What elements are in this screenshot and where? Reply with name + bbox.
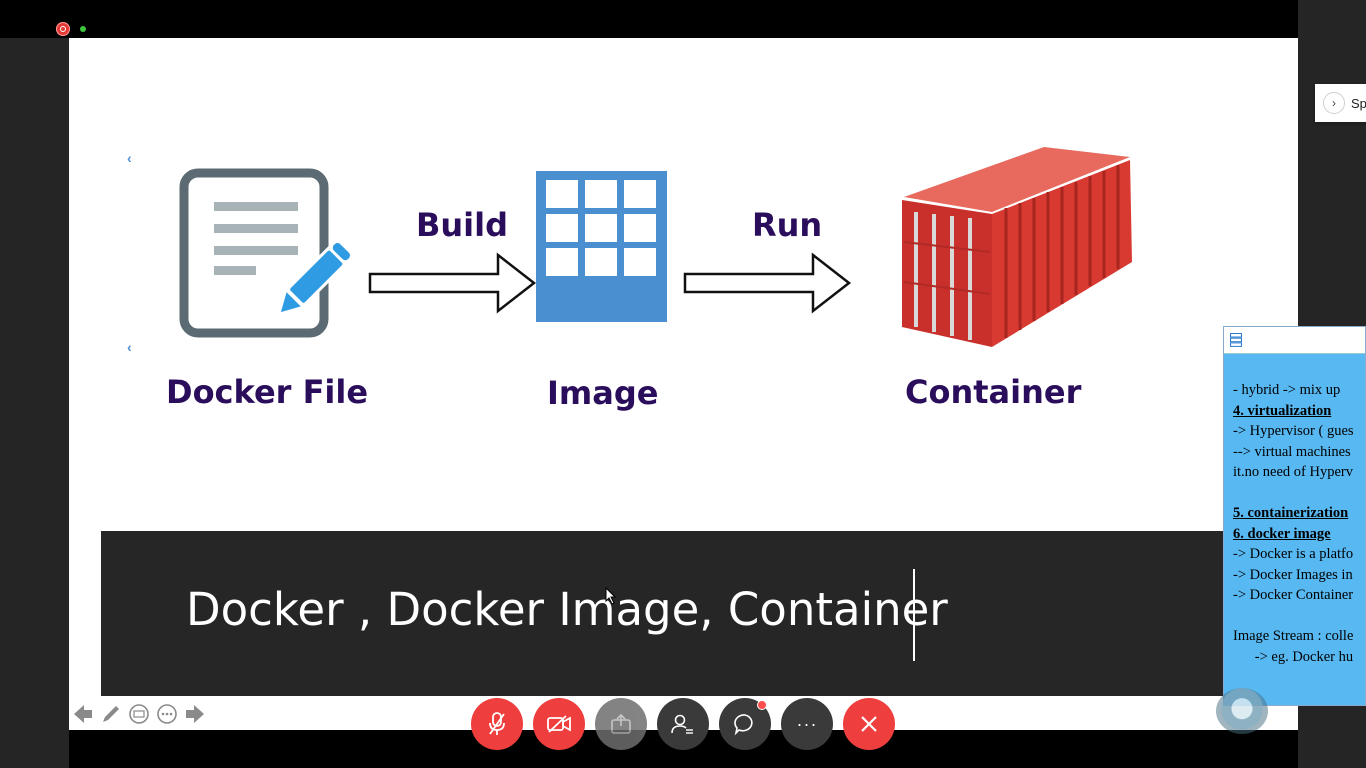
side-panel-toggle[interactable]: › Sp: [1315, 84, 1366, 122]
run-arrow-icon: [683, 252, 852, 314]
video-off-icon: [547, 715, 571, 733]
note-line: -> Docker is a platfo: [1233, 546, 1354, 562]
slide-marker-top: ‹: [127, 150, 132, 166]
note-line: -> Docker Container: [1233, 587, 1354, 603]
note-line: -> Hypervisor ( gues: [1233, 423, 1354, 439]
close-icon: [861, 716, 877, 732]
note-line: -> Docker Images in: [1233, 566, 1353, 583]
build-label: Build: [416, 206, 509, 244]
note-blank-line: [1233, 606, 1365, 627]
slide-caption: Docker , Docker Image, Container: [186, 583, 948, 636]
chat-icon: [734, 714, 753, 736]
connection-status-icon: [80, 26, 86, 32]
image-label: Image: [547, 374, 659, 412]
share-screen-button[interactable]: [595, 698, 647, 750]
slide-caption-band: Docker , Docker Image, Container: [101, 531, 1261, 696]
participants-button[interactable]: [657, 698, 709, 750]
mic-off-icon: [489, 712, 505, 735]
chevron-right-icon: ›: [1323, 92, 1345, 114]
image-icon: [536, 171, 667, 322]
container-label: Container: [905, 373, 1082, 411]
build-arrow-icon: [368, 252, 537, 314]
mouse-pointer-icon: [605, 587, 617, 605]
next-slide-icon[interactable]: [184, 703, 206, 725]
notes-titlebar[interactable]: [1224, 327, 1365, 354]
run-label: Run: [752, 206, 823, 244]
note-line: -> eg. Docker hu: [1233, 648, 1354, 665]
shared-slide: ‹ ‹ Docker File Build Image Run: [69, 38, 1298, 730]
side-panel-label: Sp: [1351, 95, 1366, 111]
slide-nav-toolbar: [72, 703, 206, 725]
meeting-top-bar: [0, 0, 1298, 38]
note-heading: 5. containerization: [1233, 505, 1349, 521]
prev-slide-icon[interactable]: [72, 703, 94, 725]
docker-file-label: Docker File: [166, 373, 369, 411]
floating-assistant-icon[interactable]: [1216, 688, 1268, 734]
note-heading: 6. docker image: [1233, 525, 1331, 542]
more-icon[interactable]: [156, 703, 178, 725]
share-icon: [611, 713, 631, 734]
docker-file-icon: [179, 168, 350, 338]
participants-icon: [671, 714, 693, 734]
note-blank-line: [1233, 483, 1365, 504]
notes-menu-icon[interactable]: [1230, 333, 1242, 347]
camera-button[interactable]: [533, 698, 585, 750]
notes-content[interactable]: - hybrid -> mix up 4. virtualization -> …: [1224, 354, 1365, 667]
slide-marker-bottom: ‹: [127, 339, 132, 355]
notes-window[interactable]: - hybrid -> mix up 4. virtualization -> …: [1223, 326, 1366, 706]
more-icon: ···: [796, 713, 818, 734]
mute-mic-button[interactable]: [471, 698, 523, 750]
note-heading: 4. virtualization: [1233, 402, 1332, 419]
note-line: it.no need of Hyperv: [1233, 464, 1353, 480]
chat-button[interactable]: [719, 698, 771, 750]
note-line: Image Stream : colle: [1233, 628, 1354, 644]
text-cursor: [913, 569, 915, 661]
note-line: --> virtual machines: [1233, 443, 1351, 460]
more-options-button[interactable]: ···: [781, 698, 833, 750]
chat-notification-badge: [757, 700, 767, 710]
subtitles-icon[interactable]: [128, 703, 150, 725]
note-line: - hybrid -> mix up: [1233, 382, 1341, 398]
container-icon: [902, 147, 1132, 347]
pen-icon[interactable]: [100, 703, 122, 725]
recording-icon[interactable]: [56, 22, 70, 36]
leave-meeting-button[interactable]: [843, 698, 895, 750]
